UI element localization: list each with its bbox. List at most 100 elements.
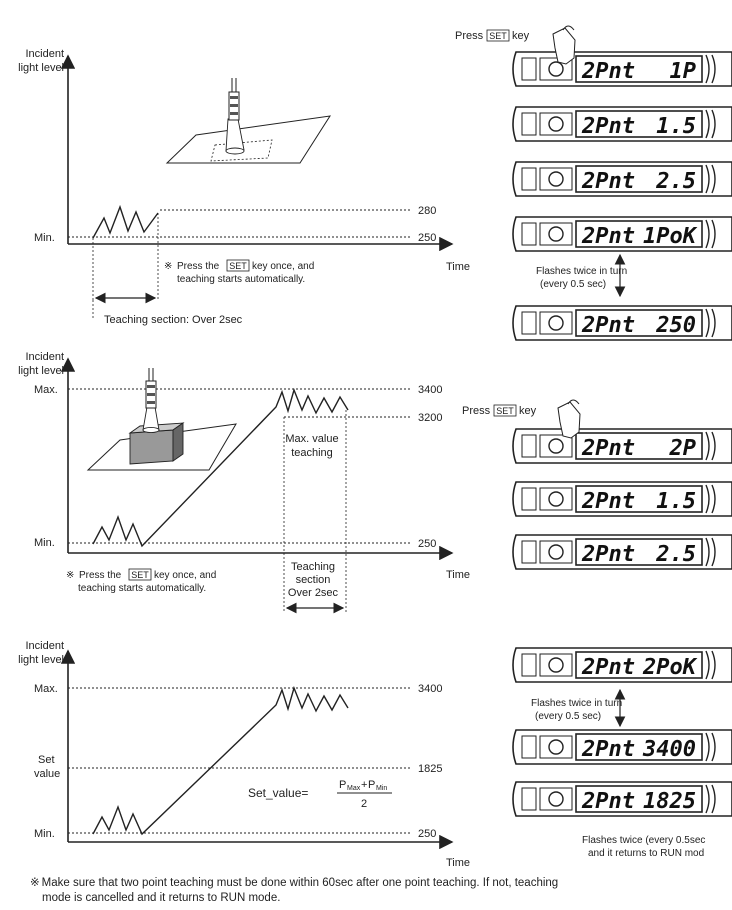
panel1-y-label-1: Incident (25, 48, 64, 60)
display-left-text: 2Pnt (581, 489, 635, 514)
panel3-formula-p2: P (368, 779, 375, 791)
panel3-formula-den: 2 (361, 798, 367, 810)
displays3-flash-1: Flashes twice in turn (531, 698, 622, 709)
displays-group-2: Press SET key 2Pnt 2P 2Pnt 1.5 (462, 399, 732, 570)
displays3-flash-2: (every 0.5 sec) (535, 711, 601, 722)
panel3-formula-p1: P (339, 779, 346, 791)
display-right-text: 1825 (643, 789, 696, 814)
panel3-x-label: Time (446, 857, 470, 869)
panel2-max-teaching-2: teaching (291, 447, 333, 459)
display-row: 2Pnt 2.5 (512, 161, 732, 197)
displays3-final-2: and it returns to RUN mod (588, 848, 704, 859)
footnote: ※Make sure that two point teaching must … (30, 876, 710, 906)
panel2-level-250: 250 (418, 538, 436, 550)
panel3-formula-s1: Max (347, 785, 361, 792)
panel2-max-teaching-1: Max. value (285, 433, 338, 445)
panel3-level-250: 250 (418, 828, 436, 840)
display-left-text: 2Pnt (581, 542, 635, 567)
panel2-y-label-1: Incident (25, 351, 64, 363)
panel2-section-1: Teaching (291, 561, 335, 573)
displays1-press-prefix: Press (455, 30, 484, 42)
panel3-signal (92, 685, 349, 836)
panel1-graph: Incident light level Time Min. 280 250 T… (18, 48, 470, 326)
panel1-set-key-box (226, 259, 250, 272)
panel3-formula-s2: Min (376, 785, 387, 792)
display-right-text: 2.5 (655, 542, 696, 567)
panel1-level-250: 250 (418, 232, 436, 244)
display-row: 2Pnt 250 (512, 305, 732, 341)
panel1-min-label: Min. (34, 232, 55, 244)
panel2-sensor-illustration (86, 368, 237, 471)
panel3-set-label-1: Set (38, 754, 55, 766)
display-left-text: 2Pnt (581, 59, 635, 84)
panel2-note-prefix: Press the (79, 570, 122, 581)
hand-icon (557, 399, 581, 439)
panel2-set-key: SET (131, 570, 149, 580)
panel3-formula-plus: + (361, 779, 367, 791)
panel3-y-label-2: light level (18, 654, 64, 666)
display-left-text: 2Pnt (581, 114, 635, 139)
panel1-sensor-illustration (165, 78, 332, 164)
panel1-x-label: Time (446, 261, 470, 273)
panel1-note-line2: teaching starts automatically. (177, 274, 305, 285)
panel3-y-label-1: Incident (25, 640, 64, 652)
display-row: 2Pnt 2P (512, 428, 732, 464)
panel2-min-label: Min. (34, 537, 55, 549)
displays1-flash-2: (every 0.5 sec) (540, 279, 606, 290)
panel3-level-3400: 3400 (418, 683, 442, 695)
display-row: 2Pnt 1PoK (512, 216, 732, 252)
displays2-set-key-box (493, 404, 517, 417)
panel3-set-label-2: value (34, 768, 60, 780)
panel1-note-mark: ※ (164, 261, 172, 272)
panel1-signal (92, 204, 159, 239)
display-left-text: 2Pnt (581, 224, 635, 249)
displays2-set-key: SET (496, 406, 514, 416)
panel2-set-key-box (128, 568, 152, 581)
panel3-formula-lhs: Set_value= (248, 786, 308, 800)
displays2-press-prefix: Press (462, 405, 491, 417)
displays2-press-suffix: key (519, 405, 537, 417)
panel1-note-suffix: key once, and (252, 261, 314, 272)
footnote-line2: mode is cancelled and it returns to RUN … (42, 892, 281, 904)
panel2-section-2: section (296, 574, 331, 586)
display-row: 2Pnt 1P (512, 51, 732, 87)
footnote-mark: ※ (30, 877, 40, 889)
panel2-y-label-2: light level (18, 365, 64, 377)
displays1-set-key: SET (489, 31, 507, 41)
panel2-signal (92, 387, 349, 548)
panel1-section-label: Teaching section: Over 2sec (104, 314, 243, 326)
display-left-text: 2Pnt (581, 789, 635, 814)
panel2-x-label: Time (446, 569, 470, 581)
panel1-level-280: 280 (418, 205, 436, 217)
display-right-text: 2P (669, 436, 697, 461)
displays3-final-1: Flashes twice (every 0.5sec (582, 835, 705, 846)
display-left-text: 2Pnt (581, 737, 635, 762)
footnote-line1: Make sure that two point teaching must b… (41, 877, 559, 889)
display-right-text: 2PoK (642, 655, 698, 680)
panel2-max-label: Max. (34, 384, 58, 396)
panel2-level-3200: 3200 (418, 412, 442, 424)
panel2-note-line2: teaching starts automatically. (78, 583, 206, 594)
display-row: 2Pnt 2PoK (512, 647, 732, 683)
displays-group-3: 2Pnt 2PoK Flashes twice in turn (every 0… (512, 647, 732, 859)
display-left-text: 2Pnt (581, 436, 635, 461)
panel2-section-3: Over 2sec (288, 587, 339, 599)
panel3-graph: Incident light level Time Max. Set value… (18, 640, 470, 869)
panel3-max-label: Max. (34, 683, 58, 695)
display-row: 2Pnt 1825 (512, 781, 732, 817)
panel2-graph: Incident light level Time Max. Min. 3400… (18, 351, 470, 614)
panel3-level-1825: 1825 (418, 763, 442, 775)
panel1-y-label-2: light level (18, 62, 64, 74)
displays1-set-key-box (486, 29, 510, 42)
display-right-text: 2.5 (655, 169, 696, 194)
display-left-text: 2Pnt (581, 313, 635, 338)
display-row: 2Pnt 3400 (512, 729, 732, 765)
display-right-text: 1PoK (643, 224, 698, 249)
displays-group-1: Press SET key 2Pnt 1P 2Pnt 1.5 (455, 25, 732, 341)
panel1-set-key: SET (229, 261, 247, 271)
panel2-note-suffix: key once, and (154, 570, 216, 581)
display-left-text: 2Pnt (581, 169, 635, 194)
panel3-min-label: Min. (34, 828, 55, 840)
display-left-text: 2Pnt (581, 655, 635, 680)
